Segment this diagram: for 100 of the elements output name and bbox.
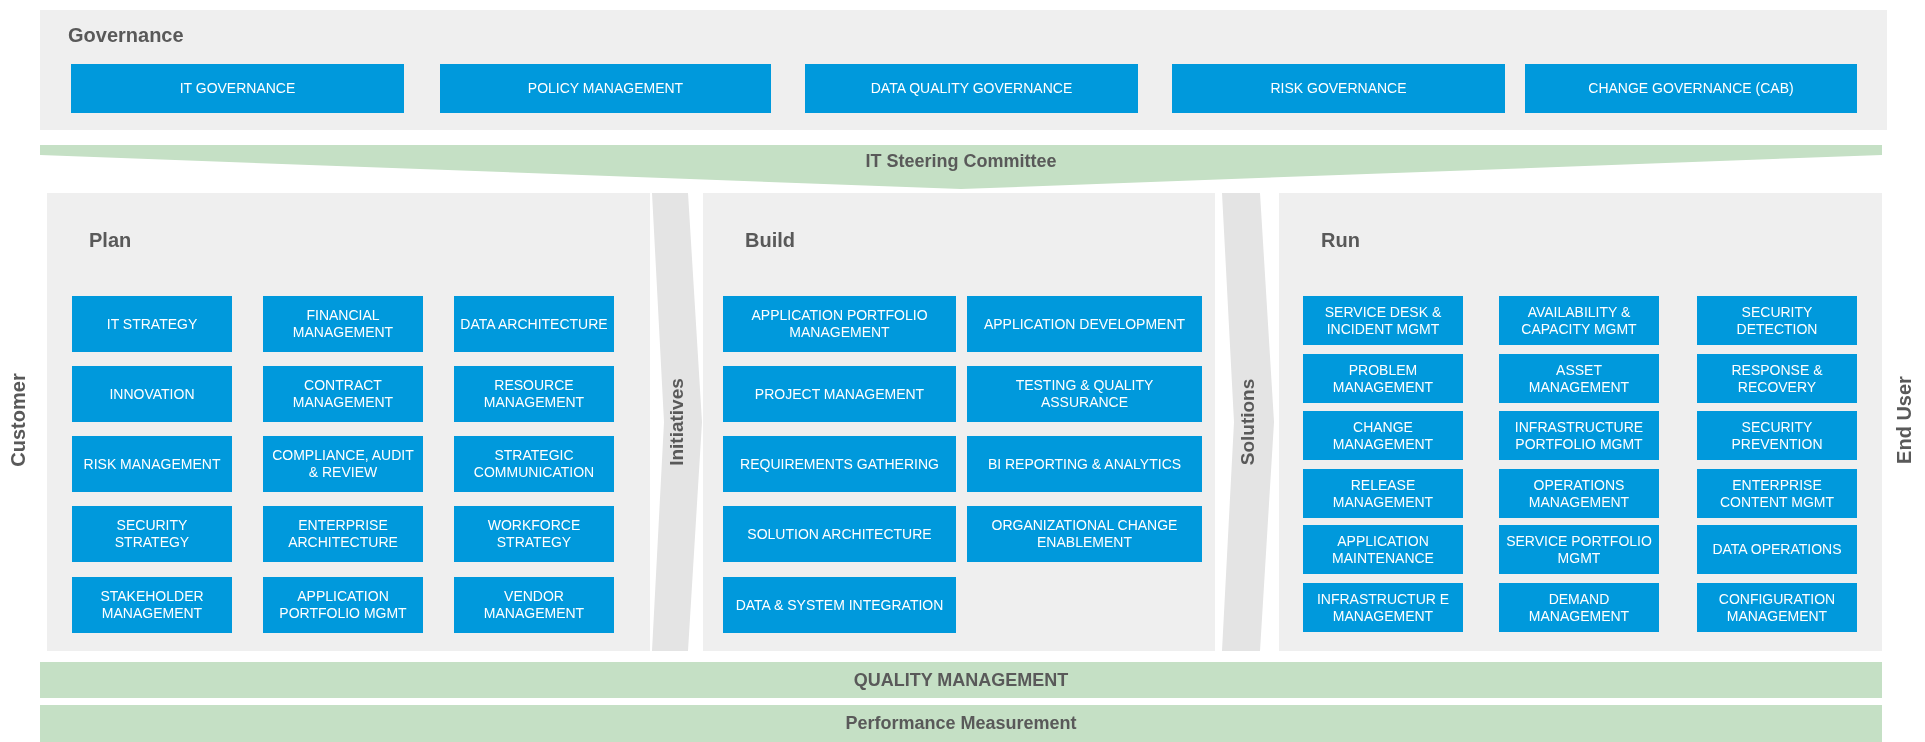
process-label: WORKFORCE STRATEGY	[486, 517, 582, 551]
process-box	[1697, 354, 1857, 403]
process-label: DEMAND MANAGEMENT	[1527, 590, 1631, 625]
process-box	[72, 366, 232, 422]
process-box	[454, 436, 614, 492]
process-label: RESOURCE MANAGEMENT	[482, 377, 586, 411]
band-label: QUALITY MANAGEMENT	[853, 669, 1069, 691]
process-label: APPLICATION DEVELOPMENT	[983, 315, 1186, 333]
process-label: CHANGE MANAGEMENT	[1331, 418, 1435, 453]
process-box	[454, 577, 614, 633]
process-label: DATA QUALITY GOVERNANCE	[870, 80, 1073, 97]
process-box	[263, 296, 423, 352]
process-box	[1499, 354, 1659, 403]
panel-heading: Plan	[89, 229, 132, 252]
process-box	[263, 436, 423, 492]
process-label: FINANCIAL MANAGEMENT	[291, 307, 395, 341]
section-panel	[40, 10, 1887, 130]
process-box	[805, 64, 1138, 113]
process-box	[723, 436, 956, 492]
chevron-label: Initiatives	[666, 378, 688, 466]
section-panel	[1279, 193, 1882, 651]
process-label: RELEASE MANAGEMENT	[1331, 476, 1435, 511]
chevron-banner	[40, 145, 1882, 189]
process-box	[1697, 469, 1857, 518]
process-label: SECURITY DETECTION	[1735, 303, 1819, 338]
process-label: SERVICE DESK & INCIDENT MGMT	[1323, 303, 1443, 338]
process-box	[967, 366, 1202, 422]
process-label: SECURITY STRATEGY	[113, 517, 191, 551]
process-box	[72, 436, 232, 492]
process-label: INNOVATION	[109, 385, 195, 403]
chevron-banner	[652, 193, 702, 651]
process-box	[454, 366, 614, 422]
process-label: CHANGE GOVERNANCE (CAB)	[1588, 80, 1794, 97]
process-label: IT GOVERNANCE	[179, 80, 296, 97]
process-box	[72, 577, 232, 633]
process-label: IT STRATEGY	[106, 315, 198, 333]
process-label: INFRASTRUCTURE PORTFOLIO MGMT	[1513, 418, 1645, 453]
process-label: ORGANIZATIONAL CHANGE ENABLEMENT	[990, 517, 1179, 551]
process-box	[263, 577, 423, 633]
process-box	[263, 506, 423, 562]
process-label: VENDOR MANAGEMENT	[482, 588, 586, 622]
process-label: CONTRACT MANAGEMENT	[291, 377, 395, 411]
band	[40, 662, 1882, 698]
process-box	[1697, 296, 1857, 345]
process-label: APPLICATION PORTFOLIO MGMT	[278, 588, 408, 622]
process-box	[723, 506, 956, 562]
process-box	[967, 506, 1202, 562]
process-box	[967, 296, 1202, 352]
process-box	[71, 64, 404, 113]
process-label: SERVICE PORTFOLIO MGMT	[1505, 532, 1653, 567]
process-box	[72, 296, 232, 352]
panel-heading: Run	[1321, 229, 1360, 252]
process-label: SECURITY PREVENTION	[1730, 418, 1824, 453]
process-label: STRATEGIC COMMUNICATION	[472, 447, 596, 481]
process-label: OPERATIONS MANAGEMENT	[1527, 476, 1631, 511]
process-label: STAKEHOLDER MANAGEMENT	[99, 588, 205, 622]
process-box	[1499, 525, 1659, 574]
process-label: INFRASTRUCTUR E MANAGEMENT	[1315, 590, 1451, 625]
chevron-banner	[1222, 193, 1274, 651]
process-label: ENTERPRISE ARCHITECTURE	[287, 517, 399, 551]
process-box	[440, 64, 771, 113]
process-box	[454, 296, 614, 352]
process-box	[1172, 64, 1505, 113]
band-label: Performance Measurement	[845, 713, 1077, 734]
process-box	[1697, 583, 1857, 632]
process-label: DATA OPERATIONS	[1712, 541, 1842, 558]
process-box	[1303, 583, 1463, 632]
process-box	[723, 366, 956, 422]
process-label: DATA & SYSTEM INTEGRATION	[735, 596, 944, 614]
process-box	[1303, 354, 1463, 403]
process-label: SOLUTION ARCHITECTURE	[747, 525, 932, 543]
band	[40, 705, 1882, 742]
chevron-label: Solutions	[1237, 378, 1259, 466]
process-box	[1697, 411, 1857, 460]
panel-heading: Build	[745, 229, 795, 252]
process-label: REQUIREMENTS GATHERING	[740, 455, 939, 473]
process-label: APPLICATION PORTFOLIO MANAGEMENT	[750, 307, 929, 341]
process-label: RISK MANAGEMENT	[83, 455, 221, 473]
process-label: COMPLIANCE, AUDIT & REVIEW	[271, 447, 415, 481]
process-box	[1303, 411, 1463, 460]
process-label: ENTERPRISE CONTENT MGMT	[1718, 476, 1836, 511]
process-box	[1499, 411, 1659, 460]
process-label: RESPONSE & RECOVERY	[1730, 361, 1824, 396]
process-box	[967, 436, 1202, 492]
process-box	[263, 366, 423, 422]
process-box	[1525, 64, 1857, 113]
process-label: APPLICATION MAINTENANCE	[1331, 532, 1435, 567]
process-box	[454, 506, 614, 562]
process-box	[1499, 469, 1659, 518]
process-label: PROJECT MANAGEMENT	[754, 385, 925, 403]
process-label: TESTING & QUALITY ASSURANCE	[1014, 377, 1155, 411]
process-box	[1697, 525, 1857, 574]
section-panel	[703, 193, 1215, 651]
process-box	[723, 296, 956, 352]
process-label: CONFIGURATION MANAGEMENT	[1717, 590, 1837, 625]
process-box	[723, 577, 956, 633]
process-box	[1499, 296, 1659, 345]
process-label: AVAILABILITY & CAPACITY MGMT	[1520, 303, 1638, 338]
process-label: RISK GOVERNANCE	[1270, 80, 1407, 97]
section-panel	[47, 193, 650, 651]
